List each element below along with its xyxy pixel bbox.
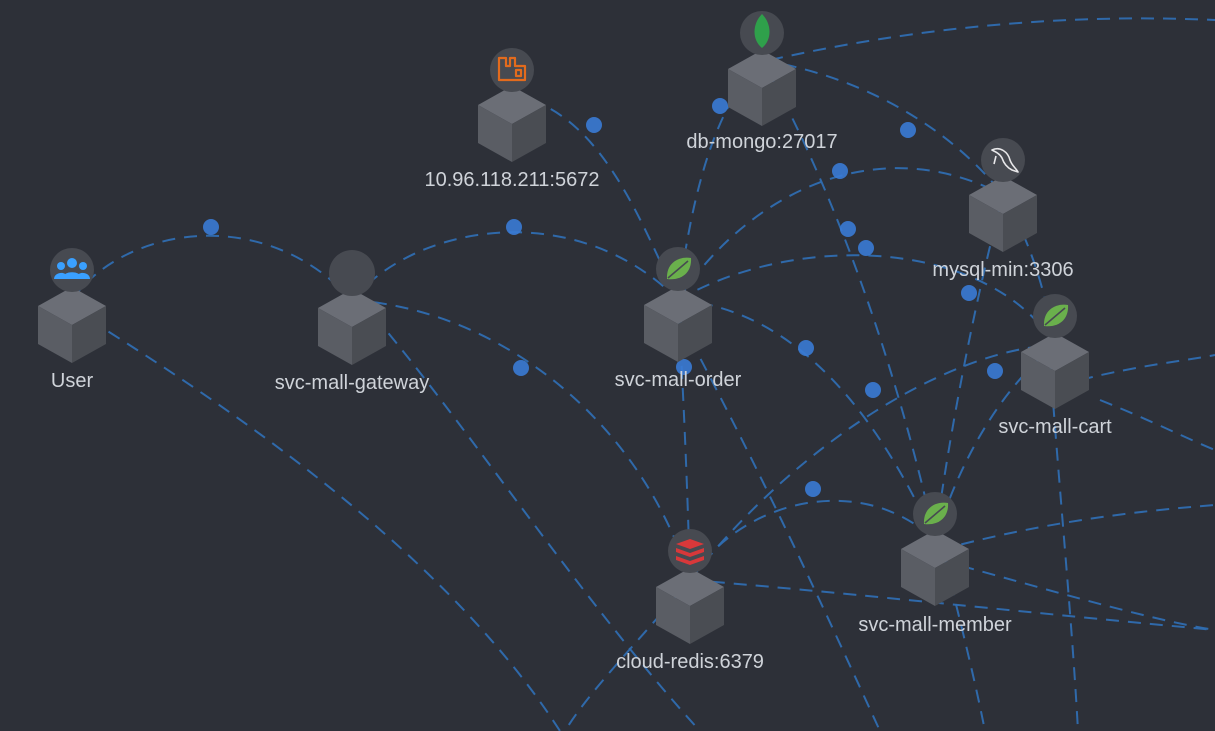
node-cart[interactable]: svc-mall-cart bbox=[998, 294, 1112, 438]
edge-dot bbox=[676, 359, 692, 375]
edge-member-redis bbox=[689, 499, 936, 581]
edge-offcanvas bbox=[939, 559, 1215, 631]
edge-dot bbox=[805, 481, 821, 497]
node-label: svc-mall-order bbox=[615, 369, 742, 391]
edge-dot bbox=[865, 382, 881, 398]
spring-leaf-icon bbox=[923, 502, 949, 525]
edge-order-member bbox=[677, 299, 936, 541]
node-label: svc-mall-gateway bbox=[275, 372, 429, 394]
users-icon bbox=[54, 258, 90, 279]
edge-dot bbox=[712, 98, 728, 114]
edge-order-cart bbox=[677, 254, 1056, 346]
blank-icon bbox=[329, 250, 375, 296]
edge-gateway-redis bbox=[351, 299, 691, 581]
edge-dot bbox=[840, 221, 856, 237]
edge-dots-layer bbox=[203, 98, 1003, 497]
node-badge bbox=[490, 48, 534, 92]
edge-dot bbox=[858, 240, 874, 256]
edge-dot bbox=[506, 219, 522, 235]
edge-dot bbox=[961, 285, 977, 301]
edge-dot bbox=[832, 163, 848, 179]
edge-dot bbox=[513, 360, 529, 376]
node-label: mysql-min:3306 bbox=[932, 259, 1073, 281]
edge-offcanvas bbox=[1049, 359, 1079, 731]
edge-offcanvas bbox=[89, 319, 561, 731]
node-badge bbox=[50, 248, 94, 292]
edge-offcanvas bbox=[359, 299, 701, 731]
edge-dot bbox=[798, 340, 814, 356]
redis-icon bbox=[676, 539, 704, 565]
edge-mongo-mysql bbox=[761, 59, 1004, 196]
mongodb-leaf-icon bbox=[754, 14, 770, 48]
node-label: cloud-redis:6379 bbox=[616, 651, 764, 673]
edge-offcanvas bbox=[1079, 354, 1215, 381]
edge-mongo-member bbox=[761, 59, 936, 541]
edge-dot bbox=[586, 117, 602, 133]
edge-offcanvas bbox=[1099, 399, 1215, 451]
node-redis[interactable]: cloud-redis:6379 bbox=[616, 529, 764, 673]
spring-leaf-icon bbox=[1043, 304, 1069, 327]
node-gateway[interactable]: svc-mall-gateway bbox=[275, 250, 429, 394]
edge-offcanvas bbox=[679, 319, 881, 731]
edge-dot bbox=[987, 363, 1003, 379]
node-mysql[interactable]: mysql-min:3306 bbox=[932, 138, 1074, 281]
node-rabbit[interactable]: 10.96.118.211:5672 bbox=[425, 48, 600, 191]
rabbitmq-icon bbox=[497, 56, 527, 82]
edge-order-rabbit bbox=[511, 94, 679, 301]
node-label: svc-mall-member bbox=[858, 614, 1012, 636]
node-label: db-mongo:27017 bbox=[686, 131, 837, 153]
node-badge bbox=[668, 529, 712, 573]
node-label: 10.96.118.211:5672 bbox=[425, 169, 600, 191]
edge-dot bbox=[203, 219, 219, 235]
node-label: User bbox=[51, 370, 94, 392]
node-label: svc-mall-cart bbox=[998, 416, 1112, 438]
node-mongo[interactable]: db-mongo:27017 bbox=[686, 11, 838, 153]
mysql-dolphin-icon bbox=[991, 147, 1019, 173]
edge-dot bbox=[900, 122, 916, 138]
node-user[interactable]: User bbox=[38, 248, 106, 392]
spring-leaf-icon bbox=[666, 257, 692, 280]
node-order[interactable]: svc-mall-order bbox=[615, 247, 742, 391]
node-member[interactable]: svc-mall-member bbox=[858, 492, 1012, 636]
edge-user-gateway bbox=[71, 234, 353, 301]
edge-gateway-order bbox=[351, 231, 679, 301]
edge-redis-member-low bbox=[689, 579, 1215, 631]
edge-offcanvas bbox=[939, 504, 1215, 551]
edge-offcanvas bbox=[769, 17, 1215, 61]
edge-redis-cart bbox=[689, 344, 1056, 581]
